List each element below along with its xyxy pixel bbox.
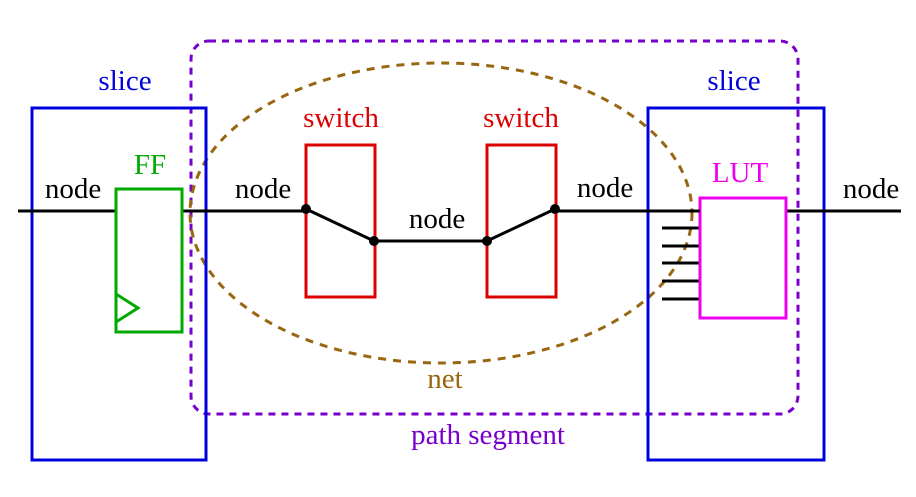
- node-label: node: [235, 173, 291, 205]
- node-label: node: [409, 203, 465, 235]
- node-label: node: [45, 173, 101, 205]
- junction-dot: [369, 236, 379, 246]
- junction-dot: [301, 204, 311, 214]
- lut-box: [698, 196, 788, 320]
- wire-switch1-diag: [305, 207, 375, 243]
- switch-left-box: [304, 143, 377, 299]
- lut-input-stubs: [662, 226, 700, 301]
- path-segment-boundary: [189, 39, 800, 416]
- switch-left-label: switch: [303, 102, 379, 134]
- switch-right-box: [485, 143, 558, 299]
- ff-label: FF: [134, 149, 166, 181]
- slice-left-box: [30, 106, 208, 462]
- net-boundary: [188, 61, 694, 365]
- junction-dot: [482, 236, 492, 246]
- ff-box: [114, 187, 184, 334]
- net-label: net: [427, 363, 462, 395]
- clock-triangle-icon: [115, 292, 141, 324]
- switch-right-label: switch: [483, 102, 559, 134]
- lut-label: LUT: [712, 157, 769, 189]
- node-label: node: [843, 173, 899, 205]
- junction-dot: [550, 204, 560, 214]
- slice-right-box: [646, 106, 826, 462]
- path-segment-label: path segment: [411, 419, 565, 451]
- node-label: node: [577, 172, 633, 204]
- wire-switch2-diag: [486, 207, 556, 243]
- slice-left-label: slice: [98, 65, 151, 97]
- slice-right-label: slice: [707, 65, 760, 97]
